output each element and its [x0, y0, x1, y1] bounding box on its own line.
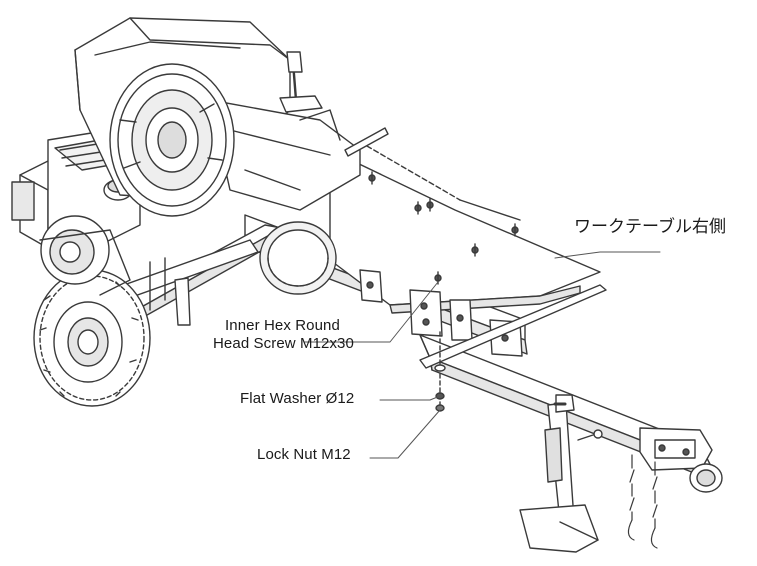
- label-screw-line2: Head Screw M12x30: [213, 335, 354, 352]
- table-bolts: [368, 171, 519, 285]
- rack-gear: [344, 127, 389, 157]
- label-screw-line1: Inner Hex Round: [225, 317, 340, 334]
- rear-wheel: [259, 221, 337, 295]
- label-flat-washer: Flat Washer Ø12: [240, 390, 355, 407]
- hitch-coupler: [639, 427, 723, 493]
- jack-stand: [519, 394, 603, 553]
- axle-frame: [104, 224, 285, 329]
- lower-flat-bar: [419, 284, 607, 369]
- control-lever: [279, 51, 323, 113]
- label-lock-nut: Lock Nut M12: [257, 446, 351, 463]
- label-worktable-right: ワークテーブル右側: [574, 217, 726, 236]
- flywheel: [109, 63, 235, 217]
- front-wheel: [33, 269, 151, 407]
- safety-chains: [627, 454, 658, 549]
- leader-lines: [304, 251, 661, 459]
